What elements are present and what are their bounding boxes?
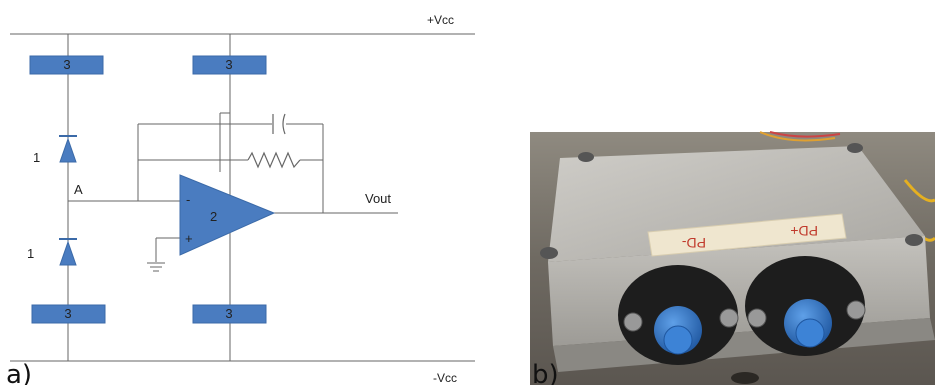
regulator-block-label: 3 xyxy=(64,306,71,321)
regulator-block: 3 xyxy=(29,55,104,75)
output-label: Vout xyxy=(365,191,391,206)
wires xyxy=(10,33,475,362)
regulator-block-label: 3 xyxy=(63,57,70,72)
connector-left xyxy=(618,265,739,365)
feedback-resistor xyxy=(247,151,301,169)
regulator-block-label: 3 xyxy=(225,306,232,321)
photodiode-label: 1 xyxy=(33,150,40,165)
opamp-inverting-sign: - xyxy=(186,192,190,207)
regulator-block: 3 xyxy=(31,304,106,324)
regulator-block-label: 3 xyxy=(225,57,232,72)
regulator-block: 3 xyxy=(192,55,267,75)
tape-label-pd-plus: PD+ xyxy=(790,223,818,239)
tape-label-strip xyxy=(647,213,847,257)
opamp-noninverting-sign: + xyxy=(185,231,193,246)
positive-rail-label: +Vcc xyxy=(427,13,454,27)
device-photo: PD- PD+ xyxy=(530,131,935,385)
negative-rail-label: -Vcc xyxy=(433,371,457,385)
photodiode-label: 1 xyxy=(27,246,34,261)
opamp-label: 2 xyxy=(210,209,217,224)
panel-label-b: b) xyxy=(532,360,559,385)
connector-right xyxy=(745,256,866,356)
feedback-capacitor xyxy=(272,113,286,135)
node-label: A xyxy=(74,182,83,197)
opamp: - + 2 xyxy=(179,174,276,256)
panel-label-a: a) xyxy=(6,360,32,385)
photodiode-upper: 1 xyxy=(33,135,77,165)
photodiode-lower: 1 xyxy=(27,238,77,266)
ground-icon xyxy=(147,262,165,272)
tape-label-pd-minus: PD- xyxy=(682,235,706,251)
regulator-block: 3 xyxy=(192,304,267,324)
